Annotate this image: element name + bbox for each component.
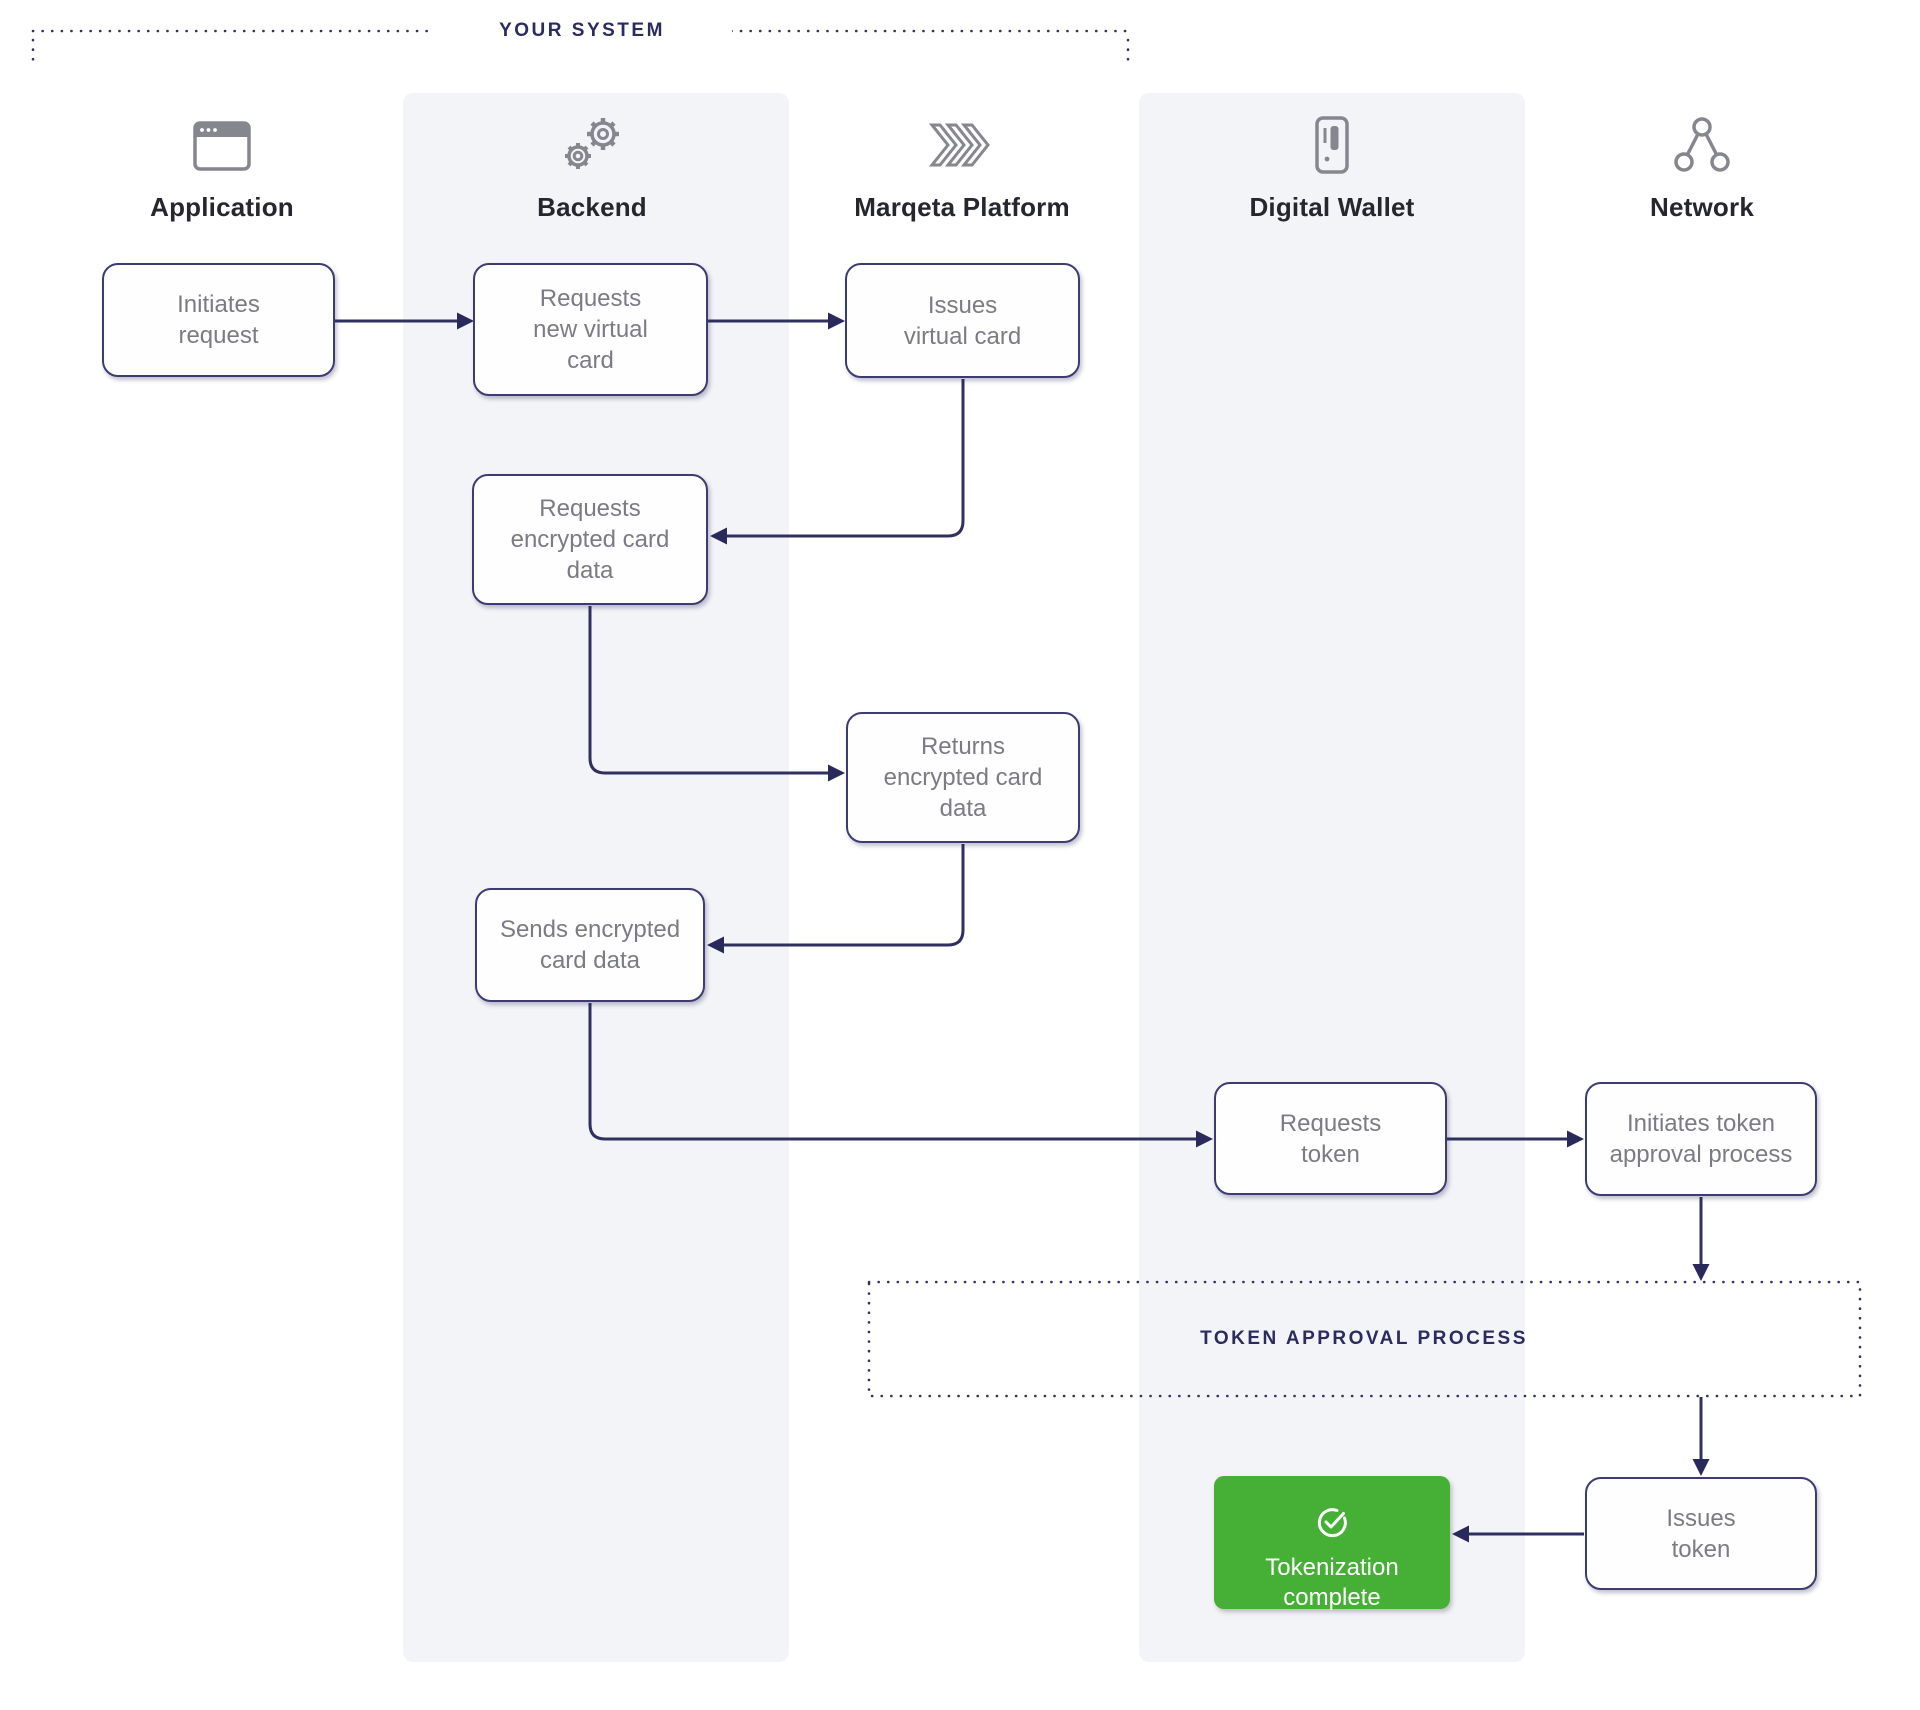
column-label: Application bbox=[150, 192, 294, 222]
node-sends-encrypted-card-data: Sends encrypted card data bbox=[475, 888, 705, 1002]
token-approval-process-label: TOKEN APPROVAL PROCESS bbox=[1200, 1328, 1528, 1349]
node-requests-encrypted-card-data: Requests encrypted card data bbox=[472, 474, 708, 605]
success-label: Tokenization complete bbox=[1265, 1553, 1399, 1611]
column-header-marqeta: Marqeta Platform bbox=[812, 112, 1112, 223]
node-initiates-request: Initiates request bbox=[102, 263, 335, 377]
node-tokenization-complete: Tokenization complete bbox=[1214, 1473, 1450, 1611]
app-window-icon bbox=[72, 112, 372, 178]
node-requests-new-virtual-card: Requests new virtual card bbox=[473, 263, 708, 396]
column-label: Digital Wallet bbox=[1249, 192, 1415, 222]
column-label: Backend bbox=[537, 192, 647, 222]
node-issues-virtual-card: Issues virtual card bbox=[845, 263, 1080, 378]
lane-digital-wallet bbox=[1139, 93, 1525, 1662]
column-label: Marqeta Platform bbox=[854, 192, 1070, 222]
column-label: Network bbox=[1650, 192, 1754, 222]
smartphone-icon bbox=[1182, 112, 1482, 178]
column-header-network: Network bbox=[1552, 112, 1852, 223]
gears-icon bbox=[442, 112, 742, 178]
column-header-digital-wallet: Digital Wallet bbox=[1182, 112, 1482, 223]
your-system-dotted-border bbox=[31, 29, 1130, 70]
check-circle-icon bbox=[1313, 1473, 1351, 1549]
node-initiates-token-approval-process: Initiates token approval process bbox=[1585, 1082, 1817, 1196]
node-issues-token: Issues token bbox=[1585, 1477, 1817, 1590]
chevrons-icon bbox=[812, 112, 1112, 178]
your-system-label: YOUR SYSTEM bbox=[432, 20, 732, 42]
network-nodes-icon bbox=[1552, 112, 1852, 178]
node-returns-encrypted-card-data: Returns encrypted card data bbox=[846, 712, 1080, 843]
column-header-backend: Backend bbox=[442, 112, 742, 223]
column-header-application: Application bbox=[72, 112, 372, 223]
node-requests-token: Requests token bbox=[1214, 1082, 1447, 1195]
arrowheads bbox=[457, 312, 1710, 1543]
